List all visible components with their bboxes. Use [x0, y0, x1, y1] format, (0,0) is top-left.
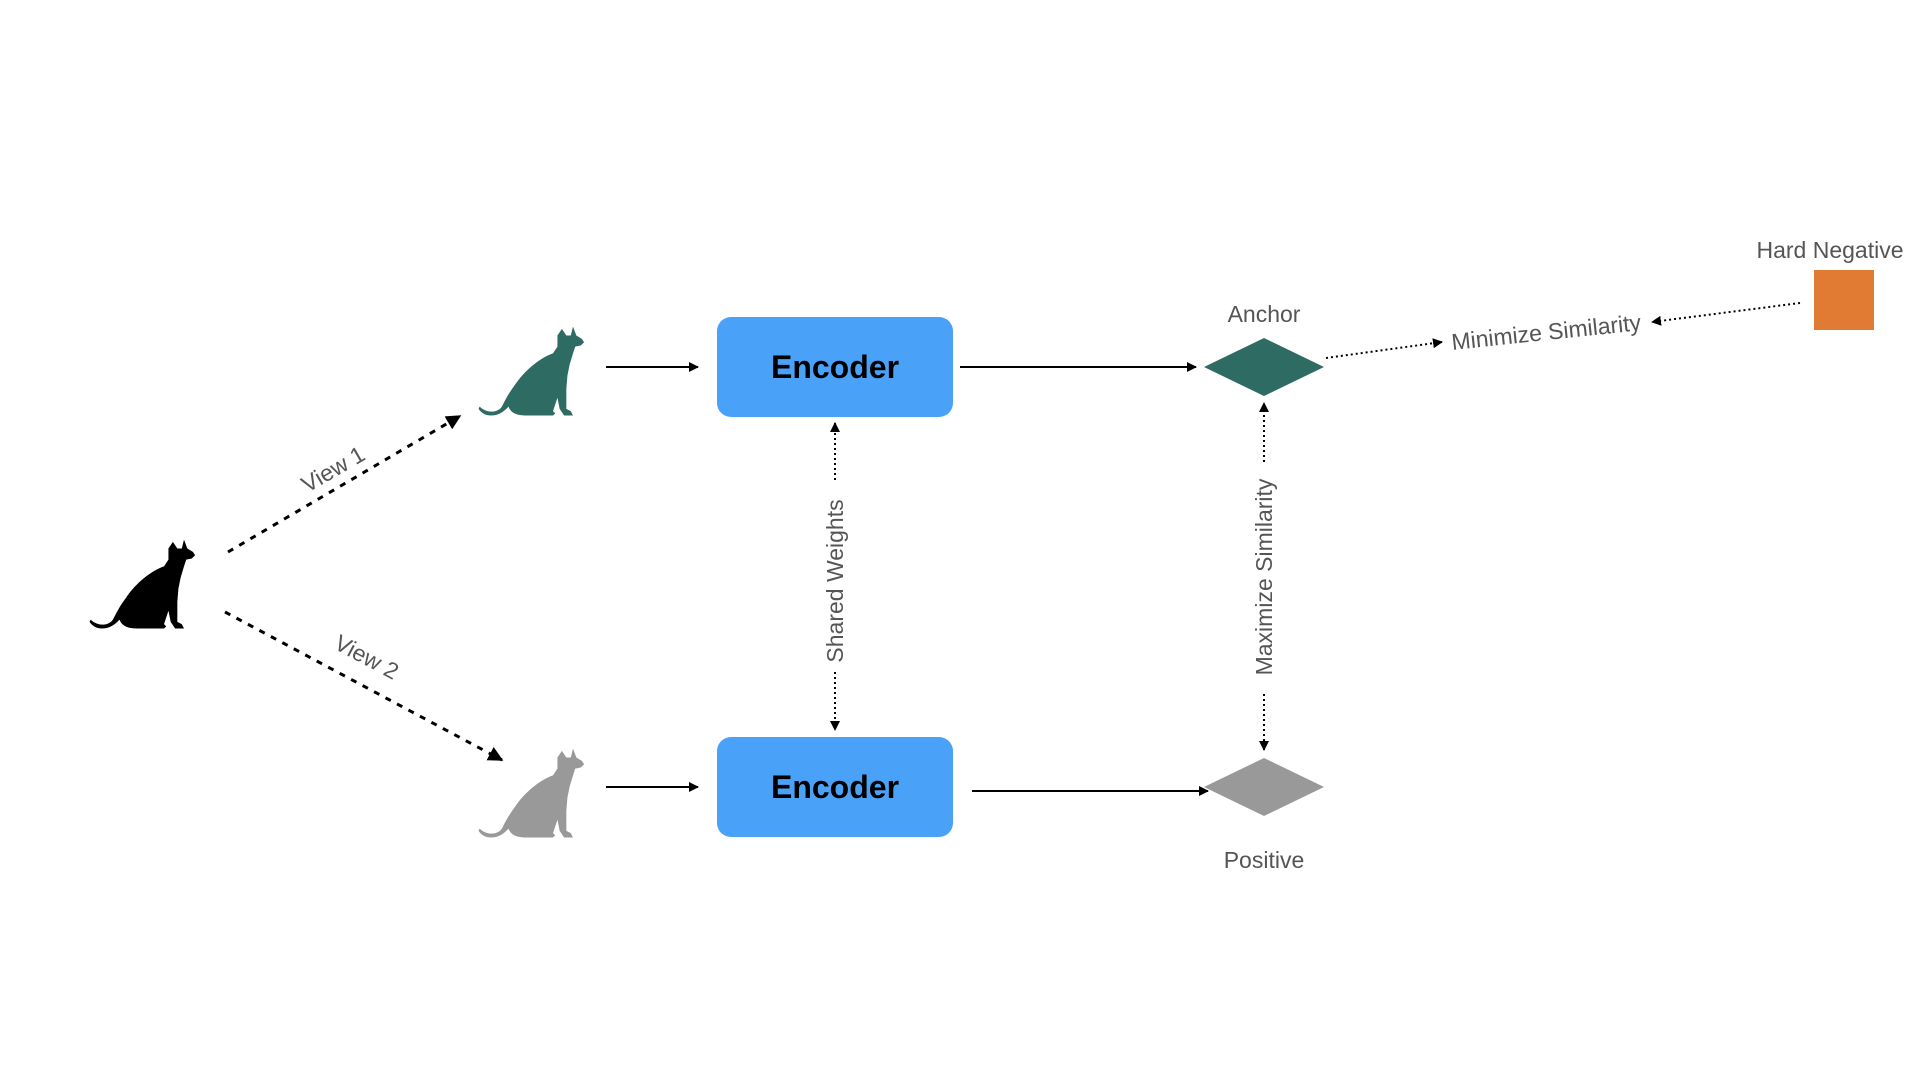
minimize-similarity-label: Minimize Similarity — [1450, 309, 1643, 355]
view2-arrow — [224, 610, 504, 762]
original-cat-icon — [89, 539, 196, 629]
minimize-similarity-arrow-right — [1651, 302, 1801, 326]
encoder-bottom-label: Encoder — [771, 769, 899, 805]
hard-negative-label: Hard Negative — [1756, 237, 1903, 263]
view2-cat-icon — [478, 748, 585, 838]
anchor-label: Anchor — [1228, 301, 1301, 327]
anchor-diamond — [1204, 338, 1324, 396]
shared-weights-label: Shared Weights — [822, 499, 848, 662]
positive-diamond — [1204, 758, 1324, 816]
encoder-top-label: Encoder — [771, 349, 899, 385]
hard-negative-square — [1814, 270, 1874, 330]
encoder-bottom-box — [717, 737, 953, 837]
maximize-similarity-label: Maximize Similarity — [1251, 478, 1277, 675]
minimize-similarity-arrow-left — [1325, 338, 1443, 359]
view2-label: View 2 — [330, 629, 403, 684]
encoder-top-box — [717, 317, 953, 417]
view1-cat-icon — [478, 326, 585, 416]
view1-arrow — [227, 414, 462, 554]
positive-label: Positive — [1224, 847, 1305, 873]
